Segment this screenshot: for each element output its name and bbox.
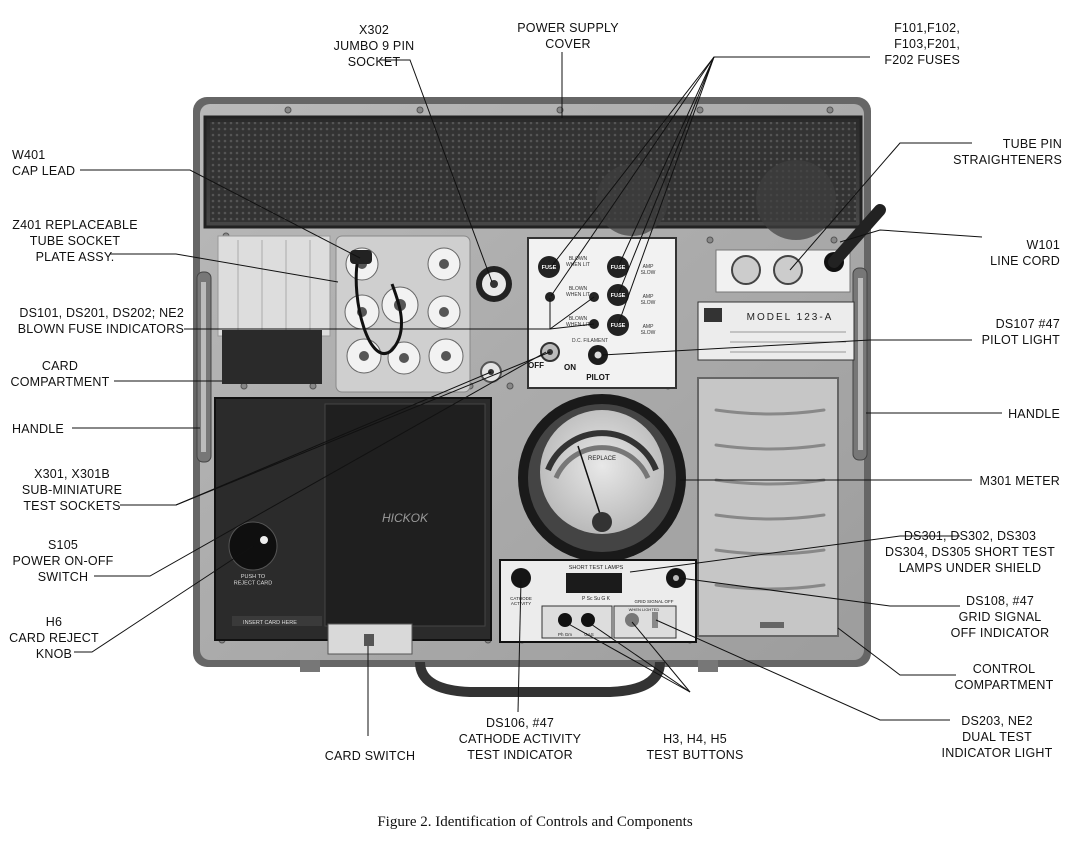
callout-ds203-dual-test: DS203, NE2 DUAL TEST INDICATOR LIGHT — [941, 714, 1053, 760]
model-text: MODEL 123-A — [747, 312, 834, 323]
pilot-label: PILOT — [586, 373, 610, 382]
short-test-lamps-text: SHORT TEST LAMPS — [569, 565, 624, 571]
callout-handle-left: HANDLE — [12, 422, 64, 436]
meter-graphic: REPLACE — [518, 394, 686, 562]
callout-z401-socket-plate: Z401 REPLACEABLE TUBE SOCKET PLATE ASSY. — [12, 218, 138, 264]
fuse-label-4: FUSE — [611, 323, 626, 329]
callout-card-switch: CARD SWITCH — [324, 749, 416, 763]
jumbo-socket — [476, 266, 512, 302]
callout-short-test-lamps: DS301, DS302, DS303 DS304, DS305 SHORT T… — [885, 529, 1055, 575]
callout-blown-fuse-indicators: DS101, DS201, DS202; NE2 BLOWN FUSE INDI… — [17, 306, 184, 336]
when-lighted-text: WHEN LIGHTED — [629, 607, 660, 612]
callout-ds107-pilot-light: DS107 #47 PILOT LIGHT — [981, 317, 1060, 347]
insert-card-text: INSERT CARD HERE — [243, 620, 297, 626]
card-compartment-graphic — [222, 330, 322, 384]
callout-m301-meter: M301 METER — [979, 474, 1060, 488]
callout-handle-right: HANDLE — [1008, 407, 1060, 421]
right-handle-graphic — [852, 267, 868, 461]
callout-h6-card-reject-knob: H6 CARD REJECT KNOB — [9, 615, 99, 661]
dual-indicator-graphic — [652, 612, 658, 628]
tube-socket-plate — [335, 235, 471, 393]
callout-power-supply-cover: POWER SUPPLY COVER — [517, 21, 619, 51]
gas-text: GAS — [584, 632, 594, 637]
callout-tube-pin-straighteners: TUBE PIN STRAIGHTENERS — [953, 137, 1062, 167]
callout-s105-power-switch: S105 POWER ON-OFF SWITCH — [12, 538, 114, 584]
carry-handle — [415, 661, 665, 697]
left-handle-graphic — [196, 271, 212, 463]
callout-card-compartment: CARD COMPARTMENT — [10, 359, 110, 389]
model-nameplate: MODEL 123-A — [697, 301, 855, 361]
straightener-sheet — [217, 235, 331, 337]
leader-lines — [72, 52, 1002, 736]
off-label: OFF — [528, 361, 544, 370]
brand-logo-text: HICKOK — [382, 511, 429, 525]
meter-replace-text: REPLACE — [588, 456, 616, 462]
callout-w401-cap-lead: W401 CAP LEAD — [12, 148, 76, 178]
control-compartment-graphic — [697, 377, 839, 637]
callout-x302: X302 JUMBO 9 PIN SOCKET — [333, 23, 415, 69]
test-button-2-graphic — [581, 613, 595, 627]
grid-signal-off-text: GRID SIGNAL OFF — [634, 599, 673, 604]
callout-h3-h4-h5-test-buttons: H3, H4, H5 TEST BUTTONS — [646, 732, 744, 762]
power-supply-grille — [203, 115, 863, 240]
fuse-label-3: FUSE — [611, 293, 626, 299]
callout-ds108-grid-signal: DS108, #47 GRID SIGNAL OFF INDICATOR — [950, 594, 1050, 640]
callout-control-compartment: CONTROL COMPARTMENT — [954, 662, 1054, 692]
callout-x301-submini-sockets: X301, X301B SUB-MINIATURE TEST SOCKETS — [21, 467, 123, 513]
callout-ds106-cathode-activity: DS106, #47 CATHODE ACTIVITY TEST INDICAT… — [458, 716, 582, 762]
on-label: ON — [564, 363, 576, 372]
dc-filament-label: D.C. FILAMENT — [572, 338, 608, 344]
line-cord-area — [715, 204, 886, 293]
figure-caption: Figure 2. Identification of Controls and… — [377, 814, 693, 830]
fuse-label-1: FUSE — [542, 265, 557, 271]
ph-gm-text: Ph Gm — [558, 632, 572, 637]
cathode-lamp-graphic — [511, 568, 531, 588]
callout-w101-line-cord: W101 LINE CORD — [990, 238, 1060, 268]
fuse-label-2: FUSE — [611, 265, 626, 271]
short-cols-text: P Sc Su G K — [582, 596, 611, 602]
callout-fuses: F101,F102, F103,F201, F202 FUSES — [884, 21, 960, 67]
test-button-3-graphic — [625, 613, 639, 627]
